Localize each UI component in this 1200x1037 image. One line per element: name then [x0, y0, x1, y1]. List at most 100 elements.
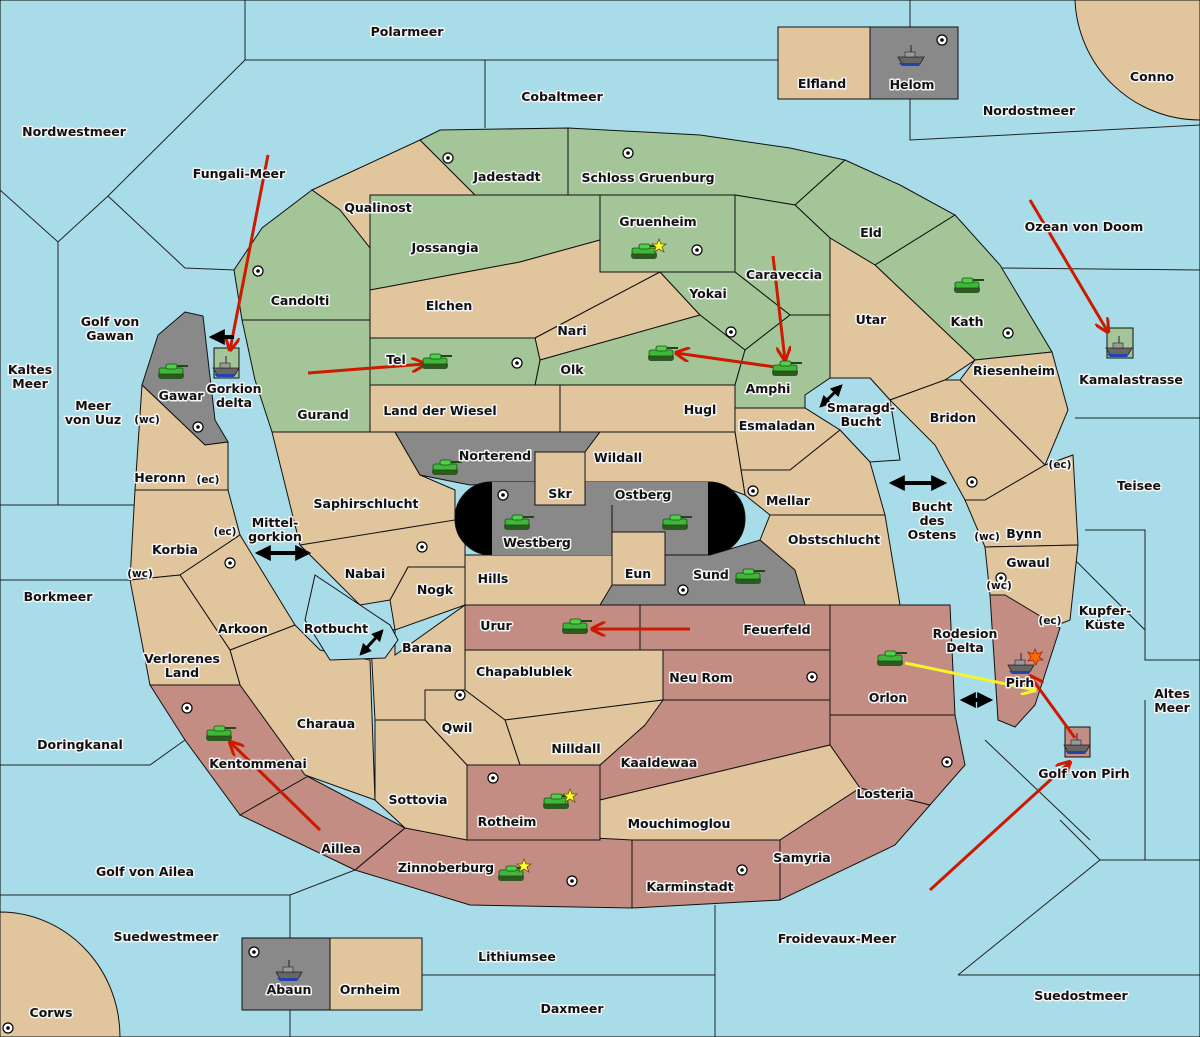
- label-line: (wc): [986, 580, 1012, 592]
- label-line: Kath: [951, 314, 984, 329]
- tank-icon[interactable]: [954, 277, 984, 293]
- region-label: Smaragd-Bucht: [827, 400, 895, 429]
- region-label: (ec): [197, 474, 220, 486]
- label-line: Ozean von Doom: [1025, 219, 1144, 234]
- region-label: Kaaldewaa: [621, 755, 698, 770]
- label-line: Yokai: [688, 286, 727, 301]
- corws-region[interactable]: [0, 911, 121, 1037]
- label-line: Nordostmeer: [983, 103, 1076, 118]
- double-arrow: [359, 629, 384, 656]
- tank-icon[interactable]: [432, 459, 462, 475]
- tank-icon[interactable]: [648, 345, 678, 361]
- region-label: Nordwestmeer: [22, 124, 127, 139]
- label-line: Conno: [1130, 69, 1175, 84]
- region-label: Ostberg: [615, 487, 672, 502]
- tank-icon[interactable]: [562, 618, 592, 634]
- label-line: Elchen: [426, 298, 473, 313]
- gruenheim-region[interactable]: [599, 194, 736, 273]
- region-label: Mittel-gorkion: [248, 515, 302, 544]
- region-label: Rotheim: [478, 814, 537, 829]
- supply-center-icon: [936, 34, 948, 46]
- ship-icon[interactable]: [1063, 733, 1091, 754]
- region-label: Chapablublek: [476, 664, 573, 679]
- tank-icon[interactable]: [543, 793, 573, 809]
- label-line: Riesenheim: [973, 363, 1055, 378]
- label-line: gorkion: [248, 529, 302, 544]
- supply-center-icon: [2, 1022, 14, 1034]
- label-line: Abaun: [267, 982, 312, 997]
- conno-region[interactable]: [1074, 0, 1200, 121]
- tank-icon[interactable]: [158, 363, 188, 379]
- label-line: Ostens: [908, 527, 957, 542]
- ship-icon[interactable]: [212, 356, 240, 377]
- label-line: Bucht: [912, 499, 953, 514]
- ornheim-region[interactable]: [329, 937, 423, 1011]
- units: [158, 45, 1133, 981]
- label-line: Fungali-Meer: [193, 166, 286, 181]
- region-label: Polarmeer: [371, 24, 445, 39]
- ship-icon[interactable]: [1007, 653, 1035, 674]
- region-label: Mouchimoglou: [628, 816, 731, 831]
- supply-center-icon: [747, 485, 759, 497]
- label-line: delta: [216, 395, 252, 410]
- region-label: Charaua: [297, 716, 355, 731]
- label-line: Land: [165, 665, 199, 680]
- label-line: Gawan: [86, 328, 134, 343]
- label-line: Corws: [30, 1005, 73, 1020]
- eun-region[interactable]: [611, 531, 666, 586]
- ship-icon[interactable]: [1105, 336, 1133, 357]
- riesenheim-region[interactable]: [959, 351, 1069, 466]
- region-label: Mellar: [766, 493, 811, 508]
- supply-center-icon: [248, 946, 260, 958]
- tank-icon[interactable]: [422, 353, 452, 369]
- region-label: Esmaladan: [739, 418, 815, 433]
- tank-icon[interactable]: [877, 650, 907, 666]
- region-label: Nari: [557, 323, 586, 338]
- region-label: Westberg: [503, 535, 571, 550]
- supply-center-icon: [1002, 327, 1014, 339]
- star-icon: [561, 787, 579, 803]
- skr-region[interactable]: [534, 451, 586, 506]
- region-label: Hills: [478, 571, 509, 586]
- supply-center-icon: [416, 541, 428, 553]
- label-line: Chapablublek: [476, 664, 573, 679]
- tank-icon[interactable]: [206, 725, 236, 741]
- support-arrow: [904, 661, 1035, 690]
- label-line: Nordwestmeer: [22, 124, 127, 139]
- label-line: (ec): [214, 526, 237, 538]
- tank-icon[interactable]: [735, 568, 765, 584]
- region-label: Land der Wiesel: [383, 403, 496, 418]
- mellar-region[interactable]: [734, 429, 886, 516]
- region-label: Suedostmeer: [1034, 988, 1128, 1003]
- label-line: Neu Rom: [669, 670, 732, 685]
- tank-icon[interactable]: [504, 514, 534, 530]
- ship-icon[interactable]: [275, 960, 303, 981]
- region-label: Kupfer-Küste: [1079, 603, 1132, 632]
- label-line: Kaltes: [8, 362, 52, 377]
- move-arrow: [230, 154, 270, 350]
- label-line: Daxmeer: [540, 1001, 604, 1016]
- region-label: Wildall: [594, 450, 642, 465]
- label-line: (ec): [1049, 459, 1072, 471]
- tel-region[interactable]: [369, 337, 541, 386]
- label-line: (wc): [127, 568, 153, 580]
- double-arrow: [819, 384, 843, 408]
- region-label: Lithiumsee: [478, 949, 556, 964]
- region-label: Kamalastrasse: [1079, 372, 1183, 387]
- karminstadt-region[interactable]: [631, 839, 781, 909]
- region-label: Utar: [856, 312, 888, 327]
- elfland-region[interactable]: [777, 26, 871, 100]
- label-line: Candolti: [271, 293, 330, 308]
- tank-icon[interactable]: [772, 360, 802, 376]
- tank-icon[interactable]: [662, 514, 692, 530]
- region-label: Tel: [386, 352, 406, 367]
- supply-center-icon: [252, 265, 264, 277]
- label-line: Qwil: [442, 720, 473, 735]
- heronn-region[interactable]: [134, 383, 229, 491]
- ship-icon[interactable]: [897, 45, 925, 66]
- verlorenes-land-region[interactable]: [129, 574, 241, 686]
